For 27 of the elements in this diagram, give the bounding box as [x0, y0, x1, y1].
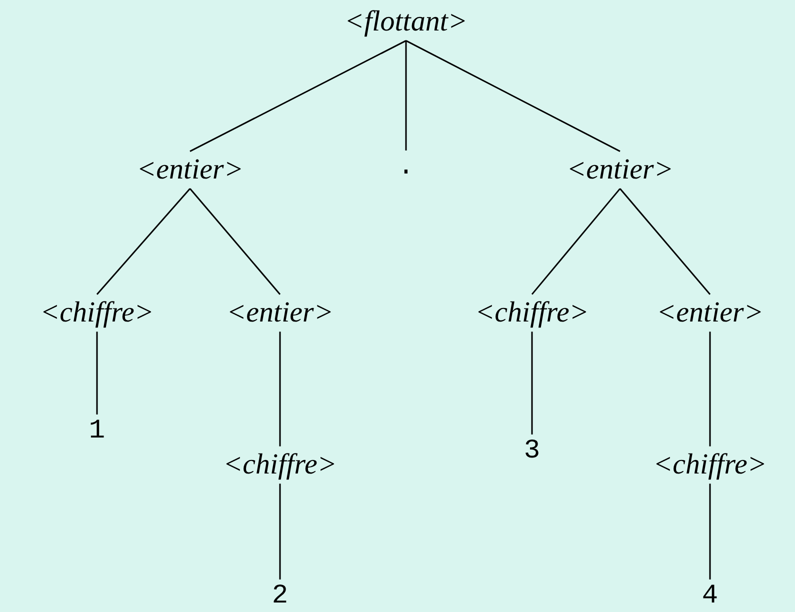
tree-branch-line	[709, 332, 711, 446]
terminal-symbol: 4	[702, 581, 718, 612]
grammar-symbol: <chiffre>	[40, 296, 154, 330]
terminal-symbol: 2	[272, 581, 288, 612]
terminal-symbol: 1	[88, 416, 106, 448]
terminal-symbol: .	[398, 152, 414, 184]
tree-branch-line	[190, 40, 406, 152]
grammar-symbol: <chiffre>	[223, 448, 337, 482]
tree-branch-line	[405, 40, 407, 150]
tree-branch-line	[709, 484, 711, 580]
tree-branch-line	[96, 188, 191, 295]
grammar-symbol: <entier>	[566, 153, 674, 187]
tree-branch-line	[531, 332, 533, 434]
grammar-symbol: <chiffre>	[653, 448, 767, 482]
terminal-symbol: 3	[524, 436, 540, 468]
grammar-symbol: <entier>	[136, 153, 244, 187]
grammar-symbol: <entier>	[226, 296, 334, 330]
tree-branch-line	[279, 332, 281, 446]
grammar-symbol: <flottant>	[344, 5, 468, 39]
tree-branch-line	[619, 188, 711, 295]
tree-branch-line	[189, 188, 281, 295]
tree-branch-line	[406, 40, 620, 152]
tree-branch-line	[279, 484, 281, 580]
tree-branch-line	[96, 332, 98, 414]
grammar-symbol: <chiffre>	[475, 296, 589, 330]
grammar-symbol: <entier>	[656, 296, 764, 330]
tree-branch-line	[531, 188, 621, 295]
